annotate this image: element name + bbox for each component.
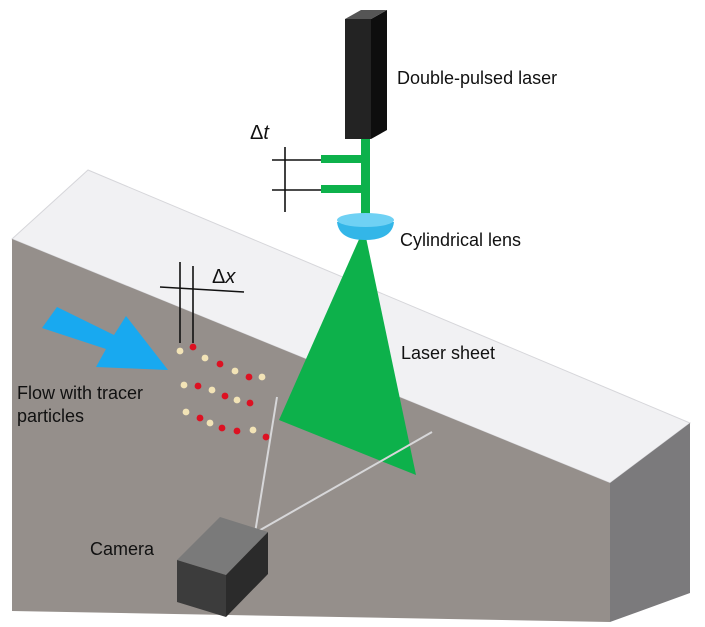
flow-label-line-1: Flow with tracer xyxy=(17,383,144,403)
tracer-particle xyxy=(249,426,257,434)
camera-label: Camera xyxy=(90,539,155,559)
tracer-particle xyxy=(216,360,224,368)
lens-label: Cylindrical lens xyxy=(400,230,522,250)
delta-x-delta: Δ xyxy=(212,266,226,288)
lens-top xyxy=(337,213,394,227)
sight-line-left xyxy=(254,396,278,534)
tracer-particle xyxy=(201,354,209,362)
tracer-particle xyxy=(194,382,202,390)
laser-label: Double-pulsed laser xyxy=(397,68,558,88)
delta-t-delta: Δ xyxy=(250,122,264,144)
tracer-particle xyxy=(180,381,188,389)
laser-side xyxy=(371,10,387,139)
tracer-particle xyxy=(221,392,229,400)
laser-pulses xyxy=(321,138,370,220)
tracer-particle xyxy=(231,367,239,375)
flow-arrow-icon xyxy=(42,307,168,370)
pulse-1 xyxy=(321,155,365,163)
camera-icon xyxy=(177,517,268,617)
laser-beam xyxy=(361,138,370,220)
tracer-particle xyxy=(262,433,270,441)
camera-side xyxy=(226,532,268,617)
tracer-particle xyxy=(182,408,190,416)
tracer-particle xyxy=(233,427,241,435)
tracer-particle xyxy=(233,396,241,404)
cylindrical-lens-icon xyxy=(337,213,394,240)
laser-top xyxy=(345,10,387,19)
laser-sheet xyxy=(279,228,416,475)
dx-crossbar xyxy=(159,286,245,293)
tracer-particle xyxy=(176,347,184,355)
delta-x-symbol: Δx xyxy=(212,266,235,289)
tracer-particle xyxy=(189,343,197,351)
tracer-particle xyxy=(245,373,253,381)
laser-sheet-label: Laser sheet xyxy=(401,343,496,363)
channel-end-face xyxy=(610,423,690,622)
tracer-particle xyxy=(218,424,226,432)
pulse-2 xyxy=(321,185,365,193)
dx-marker xyxy=(159,262,245,343)
flow-label-line-2: particles xyxy=(17,406,85,426)
laser-head xyxy=(345,10,387,139)
sight-line-right xyxy=(254,431,433,534)
camera-sight-lines xyxy=(254,396,433,534)
delta-t-var: t xyxy=(263,122,269,144)
tracer-particle xyxy=(246,399,254,407)
tracer-particles xyxy=(176,343,270,441)
laser-front xyxy=(345,19,371,139)
tracer-particle xyxy=(206,419,214,427)
tracer-particle xyxy=(258,373,266,381)
delta-x-var: x xyxy=(225,266,236,288)
lens-body xyxy=(337,222,394,240)
delta-t-symbol: Δt xyxy=(250,122,269,145)
camera-top xyxy=(177,517,268,575)
dt-marker xyxy=(272,147,325,212)
tracer-particle xyxy=(196,414,204,422)
camera-front xyxy=(177,560,226,617)
tracer-particle xyxy=(208,386,216,394)
